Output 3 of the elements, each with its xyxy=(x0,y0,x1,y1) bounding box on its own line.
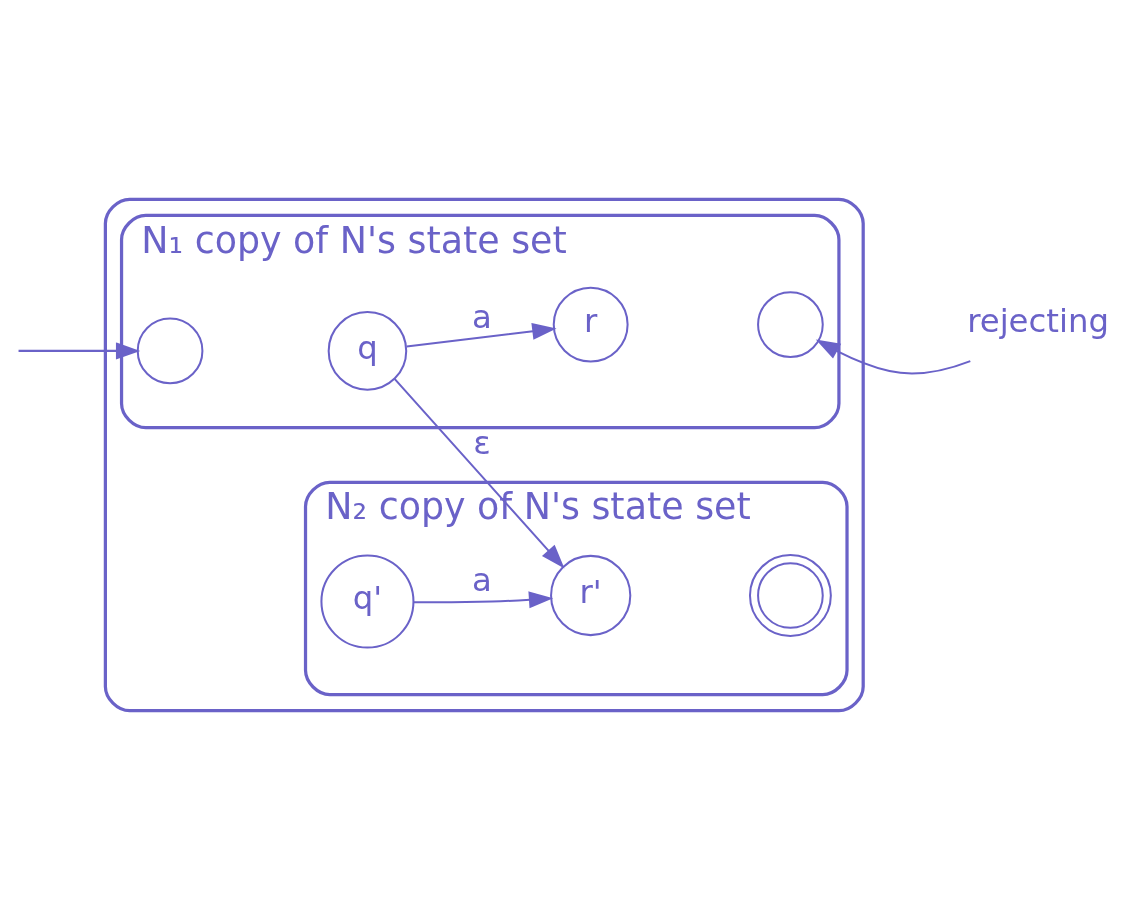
node-text: rejecting xyxy=(967,301,1109,340)
edge-label: a xyxy=(472,560,492,599)
edge-label: a xyxy=(472,297,492,336)
